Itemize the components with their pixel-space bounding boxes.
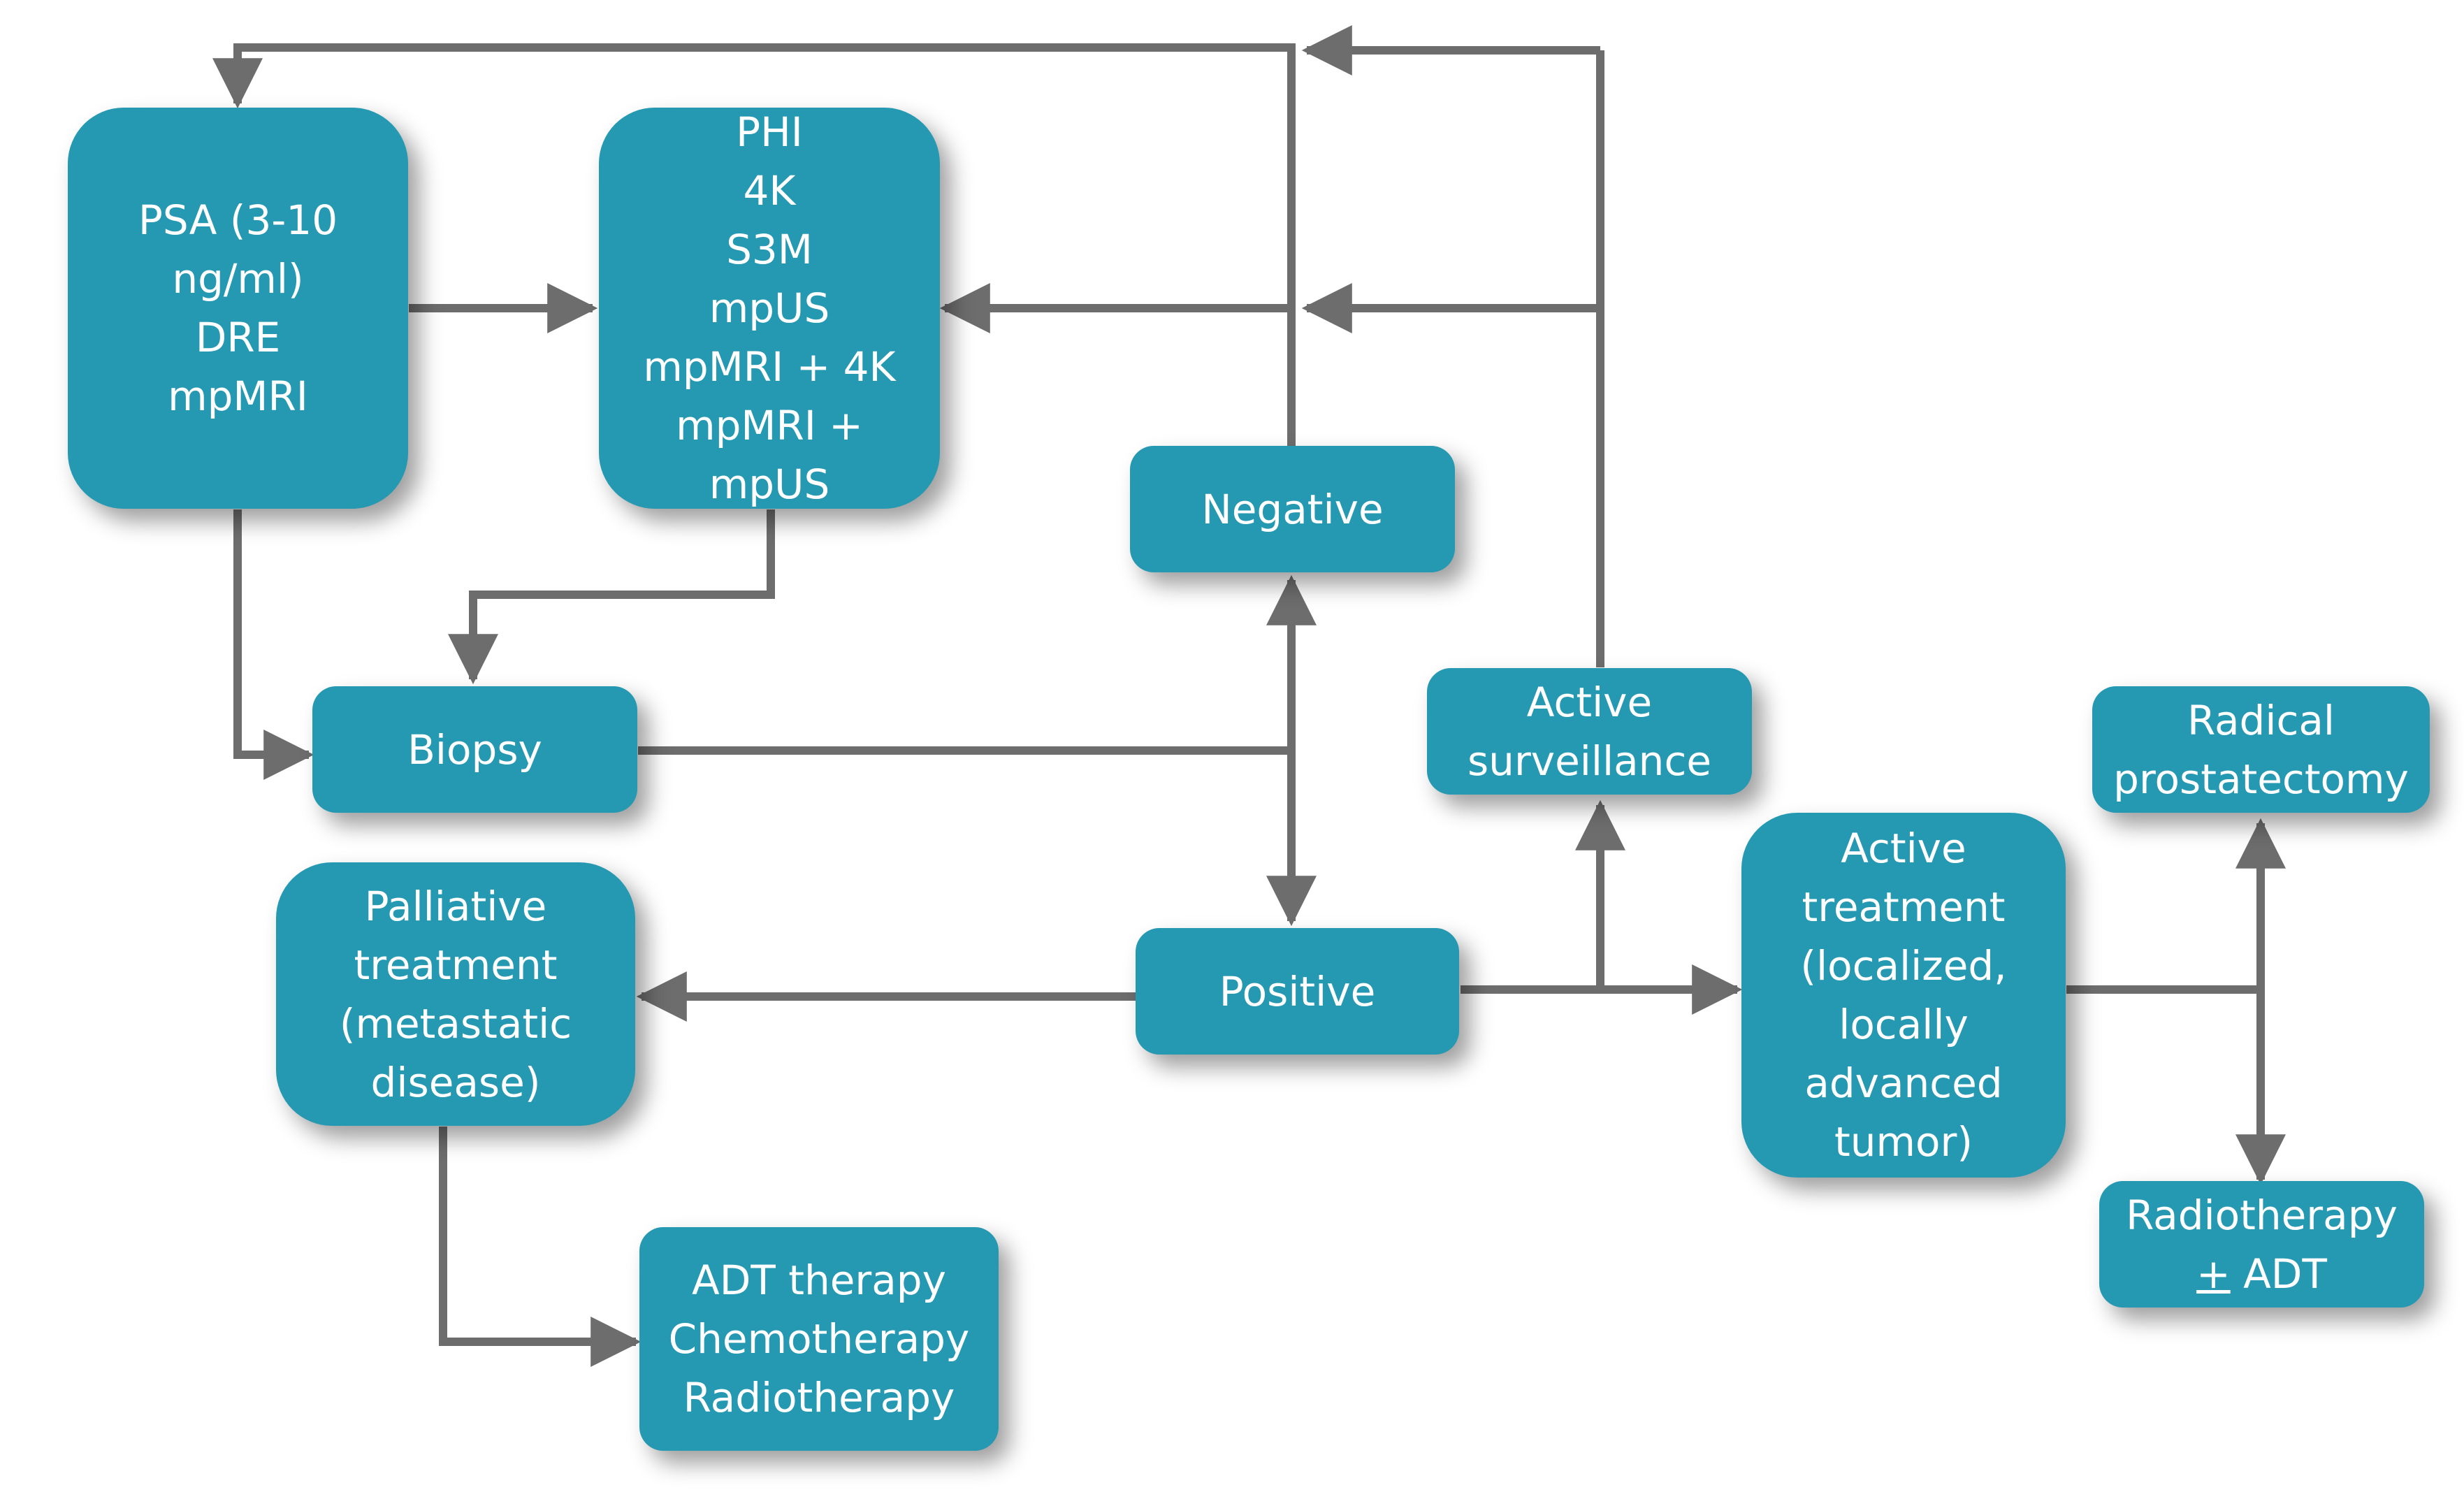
node-line: PHI — [736, 108, 803, 156]
active-treatment-node: Active treatment (localized, locally adv… — [1741, 813, 2066, 1178]
node-line: Biopsy — [407, 725, 542, 774]
node-line: surveillance — [1467, 737, 1712, 785]
node-line: Positive — [1219, 967, 1376, 1015]
node-line: mpUS — [709, 284, 830, 332]
node-line: mpMRI + — [676, 402, 863, 449]
node-line: treatment — [354, 941, 558, 989]
node-line: S3M — [726, 226, 813, 273]
node-line: advanced — [1804, 1059, 2003, 1107]
arrow-psa-to-biopsy — [233, 509, 314, 780]
active-surveillance-node: Active surveillance — [1427, 668, 1752, 795]
node-line: Chemotherapy — [668, 1315, 970, 1363]
node-line: mpUS — [709, 461, 830, 508]
node-line: + ADT — [2196, 1245, 2327, 1303]
plus-minus-sign: + — [2196, 1250, 2231, 1298]
node-line: prostatectomy — [2113, 755, 2409, 803]
node-line: mpMRI — [168, 372, 308, 420]
node-line: Active — [1526, 678, 1653, 726]
node-line: (metastatic — [339, 999, 572, 1048]
node-line: Palliative — [364, 882, 547, 930]
node-line: Negative — [1201, 485, 1384, 533]
arrow-negative-to-psa — [212, 43, 1296, 447]
palliative-treatment-node: Palliative treatment (metastatic disease… — [276, 862, 635, 1126]
node-line: Active — [1841, 825, 1966, 872]
node-line: locally — [1839, 1001, 1969, 1048]
arrow-palliative-to-adt — [439, 1127, 642, 1367]
negative-node: Negative — [1130, 446, 1455, 572]
biopsy-node: Biopsy — [312, 686, 637, 813]
psa-dre-mpmri-node: PSA (3-10 ng/ml) DRE mpMRI — [68, 108, 408, 509]
node-line: tumor) — [1834, 1118, 1973, 1166]
node-line: ADT therapy — [692, 1257, 946, 1304]
node-line: mpMRI + 4K — [643, 343, 896, 391]
adt-chemo-radio-node: ADT therapy Chemotherapy Radiotherapy — [639, 1227, 999, 1451]
node-line: Radiotherapy — [2126, 1191, 2398, 1239]
node-line: ng/ml) — [172, 255, 304, 303]
node-line: PSA (3-10 — [138, 196, 338, 244]
node-line: 4K — [743, 167, 796, 215]
node-line: DRE — [195, 314, 281, 361]
node-line: (localized, — [1800, 942, 2007, 990]
positive-node: Positive — [1136, 928, 1459, 1055]
node-line: Radical — [2187, 696, 2335, 744]
node-line: Radiotherapy — [683, 1374, 955, 1421]
node-line: disease) — [370, 1058, 541, 1106]
arrow-markers-to-biopsy — [448, 509, 775, 685]
radical-prostatectomy-node: Radical prostatectomy — [2092, 686, 2430, 813]
node-line-text: ADT — [2243, 1250, 2327, 1298]
biomarkers-node: PHI 4K S3M mpUS mpMRI + 4K mpMRI + mpUS — [599, 108, 940, 509]
node-line: treatment — [1802, 883, 2006, 931]
radiotherapy-adt-node: Radiotherapy + ADT — [2099, 1181, 2424, 1308]
